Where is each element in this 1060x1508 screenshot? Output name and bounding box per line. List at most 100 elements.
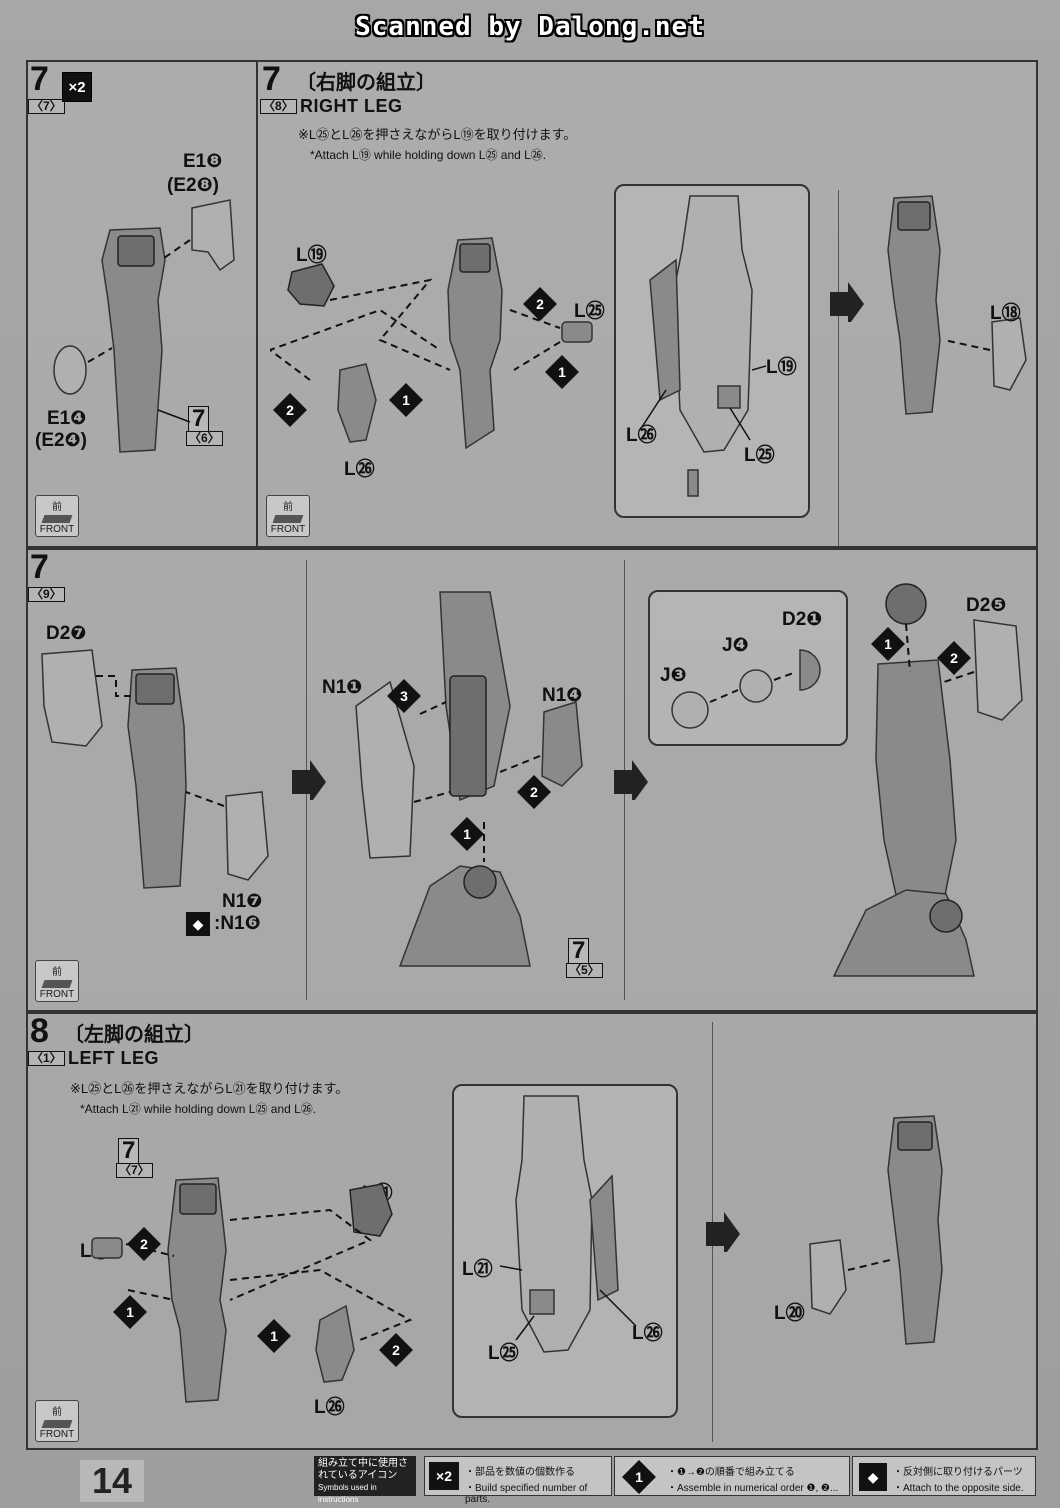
- right-leg-hip: [897, 201, 931, 231]
- assembly-path: [709, 689, 739, 703]
- part-label-l26: L㉖: [344, 459, 375, 480]
- assembly-path: [87, 347, 113, 363]
- inset-left-leg-body: [515, 1095, 593, 1353]
- inset-label-l19: L⑲: [766, 357, 797, 378]
- ref-substep: 〈7〉: [116, 1163, 153, 1178]
- step-title-jp: 〔左脚の組立〕: [64, 1024, 204, 1046]
- part-l26: [337, 363, 377, 443]
- assembly-path: [943, 339, 991, 351]
- leader-line: [751, 365, 767, 371]
- part-n1-4: [541, 701, 583, 787]
- step-number: 7: [262, 60, 281, 98]
- ref-substep: 〈6〉: [186, 431, 223, 446]
- arm-cover-e1-8: [191, 199, 235, 272]
- opposite-side-icon: ◆: [186, 912, 210, 936]
- part-label-e1-4: E1❹: [47, 408, 87, 429]
- inset-part-l25: [529, 1289, 555, 1315]
- assembly-path: [943, 671, 975, 683]
- legend-opposite: ◆ ・反対側に取り付けるパーツ ・Attach to the opposite …: [852, 1456, 1036, 1496]
- order-number-1: 1: [389, 383, 423, 417]
- part-l25: [561, 321, 593, 343]
- substep-label: 〈9〉: [28, 587, 65, 602]
- top-divider-1: [256, 62, 258, 546]
- ankle-joint: [463, 865, 497, 899]
- ref-step-number: 7: [188, 406, 210, 432]
- order-number-2: 2: [937, 641, 971, 675]
- order-number-3: 3: [387, 679, 421, 713]
- note-jp: ※L㉕とL㉖を押さえながらL⑲を取り付けます。: [298, 127, 577, 142]
- assembly-path: [847, 1259, 891, 1271]
- part-l21: [349, 1183, 393, 1237]
- part-label-e1-8: E1❽: [183, 151, 223, 172]
- part-label-n1-7: N1❼: [222, 891, 263, 912]
- leg-final-assembly-illustration: [832, 583, 1023, 977]
- legend-order-jp: ・❶→❷の順番で組み立てる: [667, 1467, 795, 1478]
- part-n1-7: [225, 791, 269, 881]
- arm-hand-e1-4: [53, 345, 87, 395]
- legend-order: 1 ・❶→❷の順番で組み立てる ・Assemble in numerical o…: [614, 1456, 850, 1496]
- note-en: *Attach L⑲ while holding down L㉕ and L㉖.: [310, 148, 547, 162]
- part-label-e2-8: (E2❽): [167, 175, 219, 196]
- legend-opp-jp: ・反対側に取り付けるパーツ: [893, 1467, 1023, 1478]
- part-n1-1: [355, 680, 415, 859]
- step-title-jp: 〔右脚の組立〕: [296, 72, 436, 94]
- left-leg-assembled: [887, 1115, 943, 1345]
- order-number-2: 2: [523, 287, 557, 321]
- part-label-e2-4: (E2❹): [35, 430, 87, 451]
- joint-ball: [885, 583, 927, 625]
- leader-line: [515, 1315, 535, 1341]
- next-arrow-icon: [614, 760, 648, 800]
- order-number-2: 2: [273, 393, 307, 427]
- leg-upper-assembled: [875, 659, 957, 905]
- legend-x2-icon: ×2: [429, 1462, 459, 1490]
- assembly-path: [163, 239, 191, 259]
- inset-label-l25: L㉕: [744, 445, 775, 466]
- inset-label-l26: L㉖: [626, 425, 657, 446]
- legend-title: 組み立て中に使用されているアイコン Symbols used in instru…: [314, 1456, 416, 1504]
- part-label-d2-7: D2❼: [46, 623, 87, 644]
- right-leg-hip-joint: [459, 243, 491, 273]
- part-l19: [287, 263, 335, 307]
- assembly-path: [513, 341, 561, 371]
- part-l18: [991, 317, 1027, 391]
- left-leg-body: [167, 1177, 227, 1403]
- left-leg-hip-joint: [179, 1183, 217, 1215]
- next-arrow-icon: [830, 282, 864, 322]
- legend-multiplier: ×2 ・部品を数値の個数作る ・Build specified number o…: [424, 1456, 612, 1505]
- part-label-n1-4: N1❹: [542, 685, 583, 706]
- inset-label-l26: L㉖: [632, 1323, 663, 1344]
- legend-x2-en: ・Build specified number of parts.: [465, 1483, 588, 1505]
- substep-label: 〈7〉: [28, 99, 65, 114]
- part-j3: [671, 691, 709, 729]
- joint-detail-illustration: [671, 649, 821, 729]
- leg-frame-top: [135, 673, 175, 705]
- assembly-path: [905, 623, 911, 673]
- ref-substep: 〈5〉: [566, 963, 603, 978]
- leader-line: [639, 389, 667, 431]
- step-number: 7: [30, 548, 49, 586]
- order-number-1: 1: [257, 1319, 291, 1353]
- step-title-en: LEFT LEG: [68, 1048, 159, 1068]
- next-arrow-icon: [706, 1212, 740, 1252]
- inset-part-l25: [717, 385, 741, 409]
- substep-label: 〈1〉: [28, 1051, 65, 1066]
- part-label-d2-1: D2❶: [782, 609, 823, 630]
- leg-thigh-assembly-illustration: [355, 591, 583, 967]
- part-d2-5: [973, 619, 1023, 721]
- assembly-path: [773, 671, 797, 681]
- multiplier-badge: ×2: [62, 72, 92, 102]
- order-number-2: 2: [517, 775, 551, 809]
- detail-inset-illustration: [639, 195, 767, 497]
- substep-label: 〈8〉: [260, 99, 297, 114]
- leg-frame: [127, 667, 187, 889]
- inset-part-l26: [589, 1174, 619, 1302]
- part-label-j3: J❸: [660, 665, 687, 686]
- legend-opposite-icon: ◆: [859, 1463, 887, 1491]
- assembly-path: [499, 755, 541, 773]
- leader-line: [599, 1289, 637, 1327]
- legend-x2-jp: ・部品を数値の個数作る: [465, 1467, 575, 1478]
